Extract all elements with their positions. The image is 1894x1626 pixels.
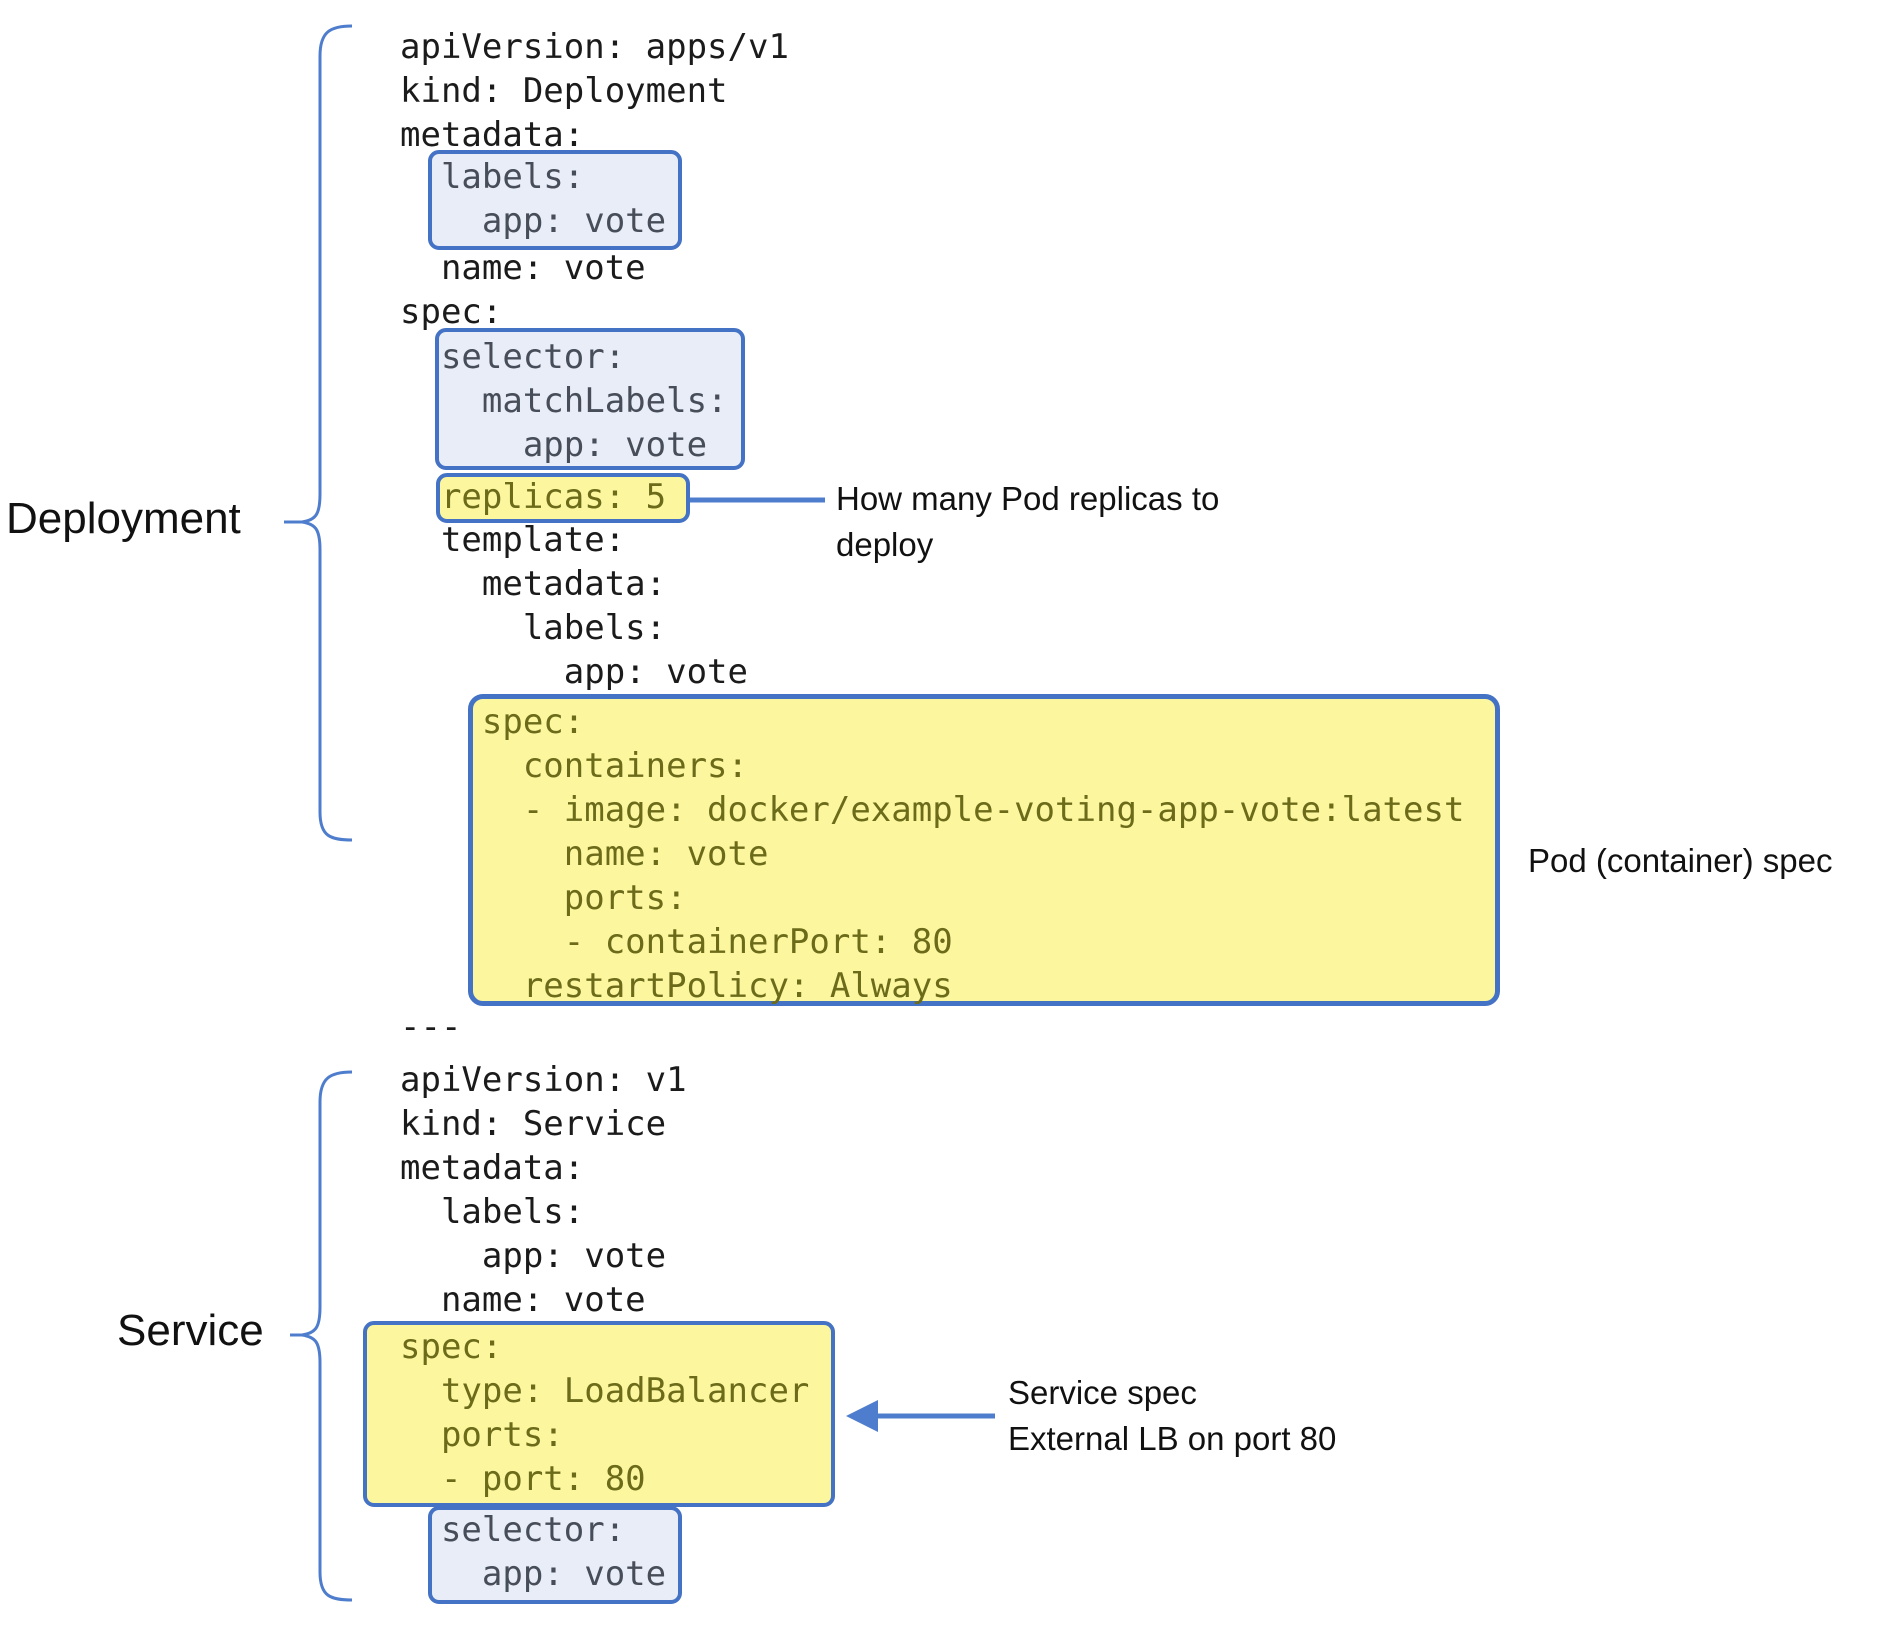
yaml-document-separator: --- bbox=[400, 1007, 462, 1047]
service-spec-annotation: Service spec External LB on port 80 bbox=[1008, 1374, 1337, 1457]
service-yaml-head: apiVersion: v1 kind: Service metadata: l… bbox=[400, 1060, 687, 1320]
service-brace bbox=[301, 1070, 353, 1602]
deployment-yaml-template: template: metadata: labels: app: vote bbox=[440, 520, 748, 692]
deployment-yaml-selector: selector: matchLabels: app: vote bbox=[440, 337, 728, 465]
service-selector-box bbox=[428, 1506, 682, 1604]
deployment-yaml-name-spec: name: vote spec: bbox=[400, 248, 646, 332]
deployment-yaml-pod-spec: spec: containers: - image: docker/exampl… bbox=[481, 702, 1465, 1006]
deployment-yaml-labels: labels: app: vote bbox=[440, 157, 667, 241]
deployment-replicas-box bbox=[436, 473, 690, 523]
deployment-pod-spec-box bbox=[468, 694, 1500, 1006]
service-spec-box bbox=[363, 1321, 835, 1507]
replicas-annotation: How many Pod replicas to deploy bbox=[836, 480, 1220, 563]
service-yaml-selector: selector: app: vote bbox=[440, 1510, 667, 1594]
deployment-yaml-replicas: replicas: 5 bbox=[400, 477, 667, 517]
service-arrow-head bbox=[846, 1400, 878, 1432]
deployment-label: Deployment bbox=[6, 494, 241, 543]
deployment-metadata-labels-box bbox=[428, 150, 682, 250]
deployment-selector-box bbox=[435, 328, 745, 470]
deployment-brace bbox=[301, 24, 353, 842]
deployment-yaml-head: apiVersion: apps/v1 kind: Deployment met… bbox=[400, 27, 789, 155]
service-label: Service bbox=[117, 1306, 264, 1355]
pod-spec-annotation: Pod (container) spec bbox=[1528, 842, 1833, 879]
service-yaml-spec: spec: type: LoadBalancer ports: - port: … bbox=[400, 1327, 810, 1499]
